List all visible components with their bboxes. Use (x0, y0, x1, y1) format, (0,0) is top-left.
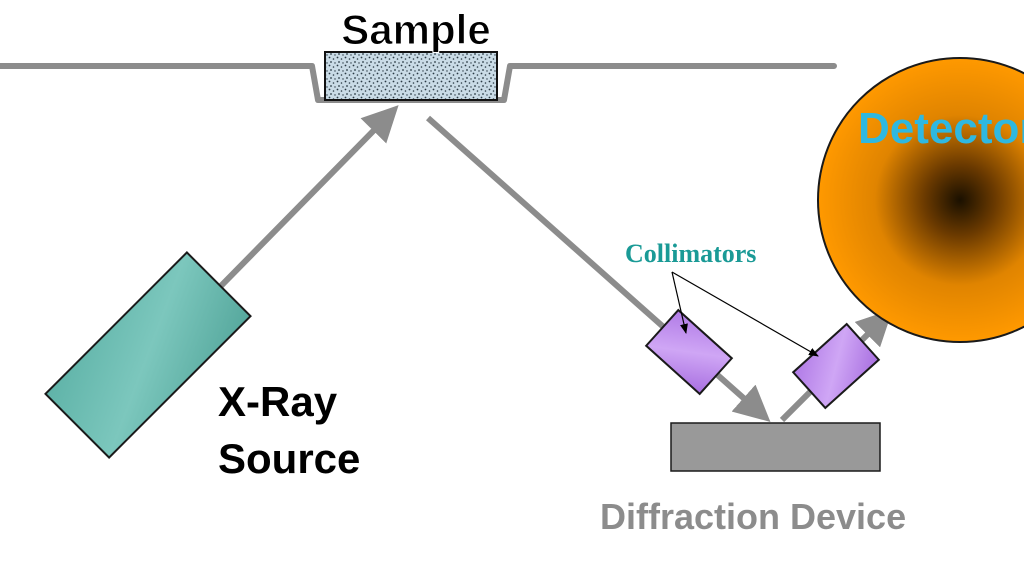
sample-block (324, 51, 498, 101)
xray-source (44, 251, 252, 459)
xray-source-label-line1: X-Ray (218, 378, 338, 425)
sample-label: Sample (341, 6, 490, 53)
diffraction-device (670, 422, 881, 472)
incident-beam-arrow (212, 105, 399, 295)
diffraction-device-label: Diffraction Device (600, 496, 906, 537)
collimator-pointer-right (671, 271, 819, 357)
detector-label: Detector (858, 104, 1024, 153)
collimator-right (791, 322, 881, 410)
xray-source-label-line2: Source (218, 435, 360, 482)
detector (817, 57, 1024, 343)
collimator-pointer-left (671, 271, 688, 334)
collimator-left (644, 308, 734, 396)
collimators-label: Collimators (625, 239, 756, 268)
